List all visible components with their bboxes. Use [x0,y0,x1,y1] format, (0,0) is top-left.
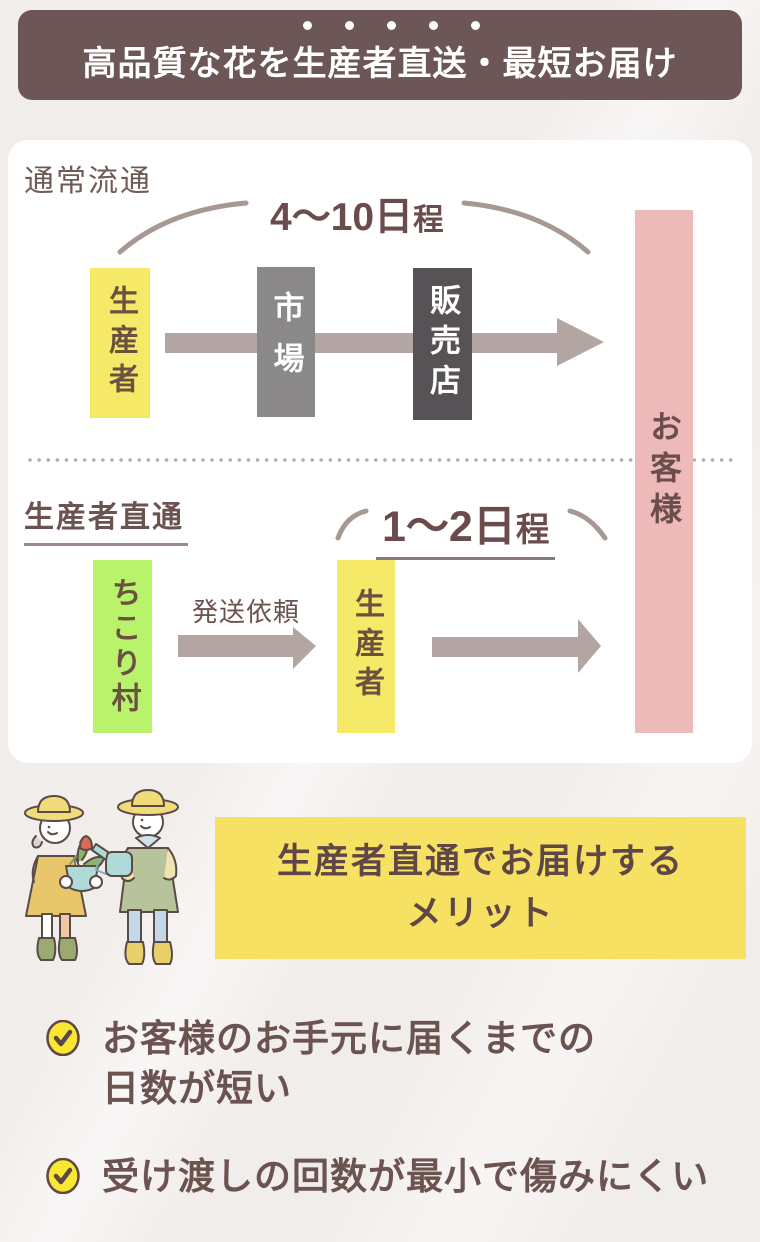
duration-bracket-right [567,508,608,541]
merit-line: 日数が短い [102,1068,292,1109]
merit-heading-line2: メリット [406,894,555,933]
node-chicory-village: ちこり村 [93,560,152,733]
node-label: 生産者 [104,284,137,402]
merit-list: お客様のお手元に届くまでの 日数が短い 受け渡しの回数が最小で傷みにくい [46,1014,736,1240]
node-market: 市場 [257,267,315,417]
ship-request-label: 発送依頼 [191,597,300,627]
node-label: ちこり村 [106,576,140,717]
page-title: 高品質な花を生産者直送・最短お届け [82,44,678,83]
merit-item: お客様のお手元に届くまでの 日数が短い [46,1014,736,1114]
direct-flow-duration: 1〜2日程 [376,492,556,560]
emphasis-dot [471,21,480,30]
direct-flow-label: 生産者直通 [24,492,188,546]
merit-line: 受け渡しの回数が最小で傷みにくい [102,1156,710,1197]
merit-heading-line1: 生産者直通でお届けする [276,841,684,881]
flow-arrow-normal [165,318,604,366]
node-producer-normal: 生産者 [90,268,150,418]
emphasis-dots [303,21,480,30]
node-customer: お客様 [635,210,693,733]
merit-heading-banner: 生産者直通でお届けする メリット [215,817,746,959]
check-icon [46,1020,80,1056]
node-label: お客様 [646,410,682,533]
merit-line: お客様のお手元に届くまでの [102,1018,596,1059]
emphasis-dot [387,21,396,30]
duration-suffix: 程 [413,203,444,237]
duration-main: 4〜10日 [270,196,414,239]
node-label: 生産者 [350,588,383,705]
emphasis-dot [429,21,438,30]
check-icon [46,1158,80,1194]
node-label: 販売店 [425,284,460,404]
flow-arrow-direct [432,619,601,673]
duration-suffix: 程 [515,512,550,549]
duration-main: 1〜2日 [382,503,516,551]
merit-item: 受け渡しの回数が最小で傷みにくい [46,1152,736,1202]
diagram-connectors [28,200,738,673]
flow-arrow-ship-request [178,627,316,669]
normal-flow-label: 通常流通 [24,165,152,198]
duration-arc-right [461,200,591,255]
node-producer-direct: 生産者 [337,560,395,733]
normal-flow-duration: 4〜10日程 [270,186,443,242]
emphasis-dot [303,21,312,30]
two-farmers-illustration [24,789,179,965]
merit-text: お客様のお手元に届くまでの 日数が短い [102,1014,596,1114]
flow-diagram-card: 通常流通 4〜10日程 生産者 市場 販売店 お客様 生産者直通 1〜2日程 ち… [8,140,752,763]
emphasis-dot [345,21,354,30]
node-retailer: 販売店 [413,268,472,420]
merit-text: 受け渡しの回数が最小で傷みにくい [102,1152,709,1202]
header-banner: 高品質な花を生産者直送・最短お届け [18,10,742,100]
node-label: 市場 [268,291,304,393]
duration-bracket-left [335,508,369,541]
duration-arc-left [117,200,249,255]
